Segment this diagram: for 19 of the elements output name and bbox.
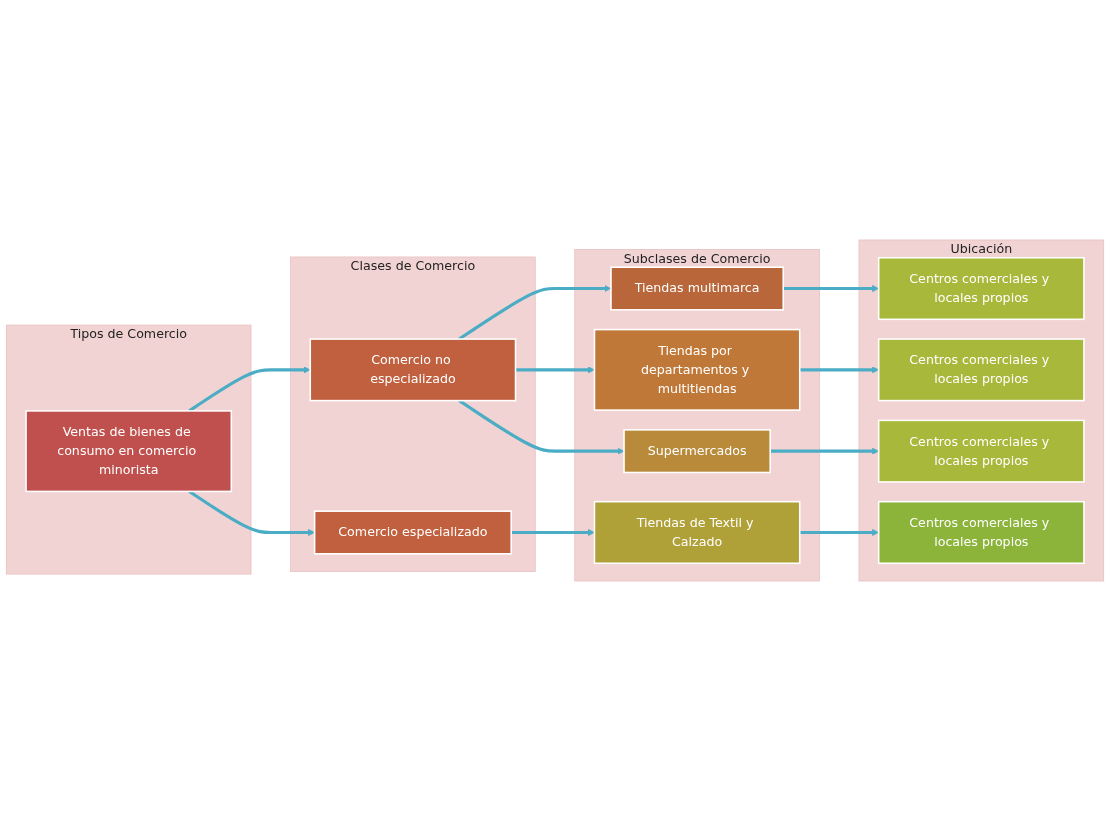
node-box: Centros comerciales y locales propios: [877, 419, 1085, 483]
arrow: [188, 490, 315, 536]
arrow: [783, 285, 879, 292]
node-box: Comercio especializado: [313, 510, 512, 555]
arrow: [799, 529, 879, 536]
node-box: Centros comerciales y locales propios: [877, 500, 1085, 565]
arrow: [770, 447, 879, 455]
node-box: Centros comerciales y locales propios: [877, 256, 1085, 321]
node-box: Comercio no especializado: [309, 338, 517, 402]
arrow: [515, 366, 595, 374]
node-box: Tiendas de Textil y Calzado: [593, 500, 801, 565]
arrow: [799, 366, 879, 374]
arrow: [511, 529, 595, 536]
node-box: Supermercados: [623, 429, 771, 474]
arrow: [458, 399, 625, 455]
node-box: Tiendas multimarca: [610, 266, 785, 311]
node-box: Centros comerciales y locales propios: [877, 338, 1085, 402]
node-box: Tiendas por departamentos y multitiendas: [593, 328, 801, 411]
node-box: Ventas de bienes de consumo en comercio minorista: [25, 410, 233, 493]
